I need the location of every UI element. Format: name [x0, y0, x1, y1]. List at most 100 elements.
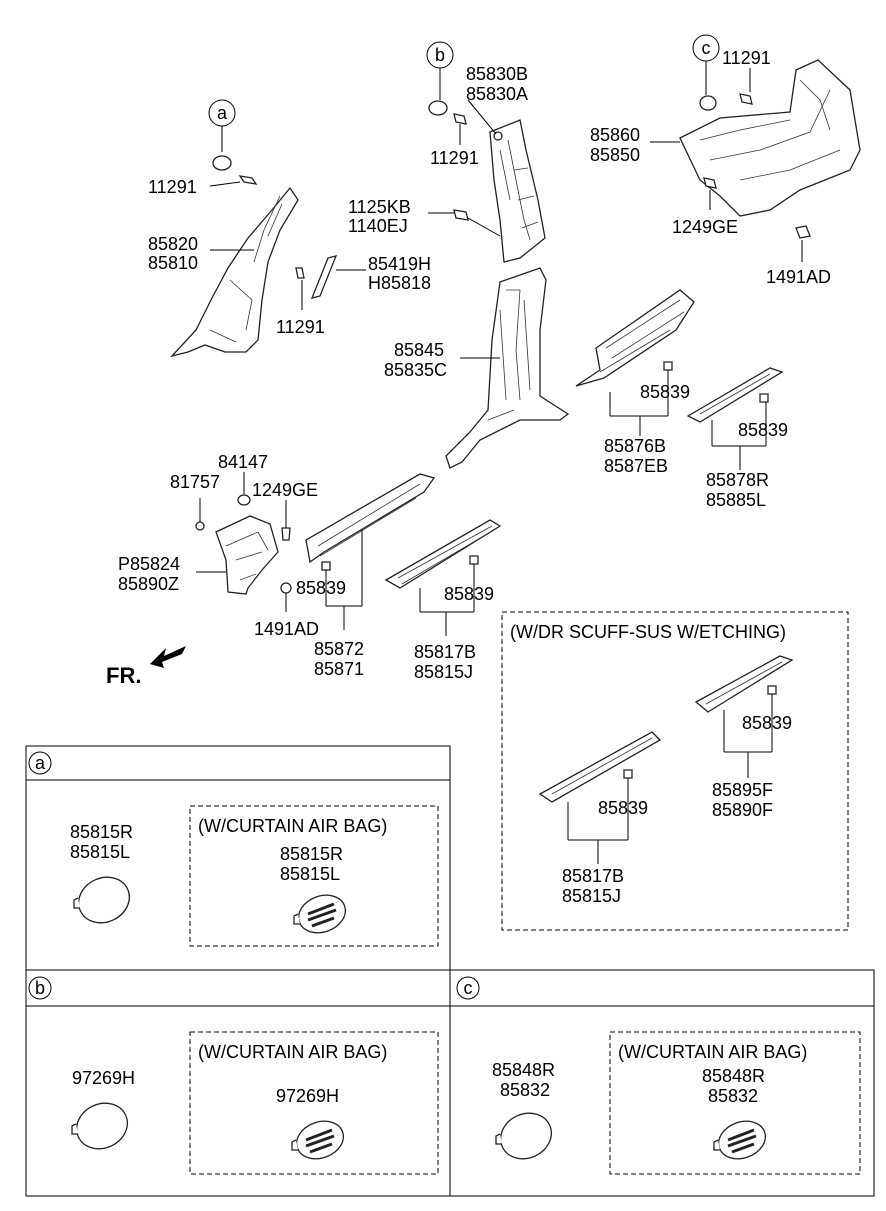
front-scuff-label-2: 85871	[314, 659, 364, 679]
c-screw-icon[interactable]	[739, 93, 753, 105]
rear-scuff-label-2: 8587EB	[604, 456, 668, 476]
rear-plate-clip-icon[interactable]	[759, 393, 769, 403]
c-clip-label: 1491AD	[766, 267, 831, 287]
b-bolt-label-1: 1125KB	[348, 197, 411, 217]
rear-door-scuff-trim[interactable]	[575, 289, 695, 387]
rear-scuff-group: 85839 85876B 8587EB 85839 85878R 85885L	[575, 289, 788, 510]
panel-b-cap-plain[interactable]	[69, 1095, 135, 1157]
front-plate-label-2: 85815J	[414, 662, 473, 682]
panel-a-callout: a	[35, 753, 46, 773]
c-screw-label: 11291	[722, 48, 771, 68]
cowl-label-2: 85890Z	[118, 574, 179, 594]
cowl-clip-81757-icon[interactable]	[195, 521, 205, 531]
front-scuff-plate[interactable]	[384, 519, 502, 589]
rear-plate-label-1: 85878R	[706, 470, 769, 490]
panel-a-airbag-title: (W/CURTAIN AIR BAG)	[198, 816, 387, 836]
b-pillar-upper-trim[interactable]	[489, 119, 546, 263]
rear-plate-label-2: 85885L	[706, 490, 766, 510]
panel-b-std-label: 97269H	[72, 1068, 135, 1088]
c-clip-icon[interactable]	[795, 225, 811, 239]
a-pillar-label-1: 85820	[148, 234, 198, 254]
front-direction-indicator: FR.	[106, 646, 186, 688]
front-plate-label-1: 85817B	[414, 642, 476, 662]
front-scuff-label-1: 85872	[314, 639, 364, 659]
panel-b-callout: b	[35, 978, 45, 998]
callout-a-label: a	[217, 103, 228, 123]
front-scuff-clip-label: 85839	[296, 578, 346, 598]
c-pillar-cap-icon[interactable]	[699, 95, 717, 111]
panel-c-airbag-label-1: 85848R	[702, 1066, 765, 1086]
b-screw-icon[interactable]	[453, 113, 467, 125]
panel-c-cap-plain[interactable]	[493, 1105, 559, 1167]
panel-b-airbag-label: 97269H	[276, 1086, 339, 1106]
b-bolt-icon[interactable]	[453, 209, 469, 221]
b-pillar-cap-icon[interactable]	[428, 100, 448, 116]
cowl-label-1: P85824	[118, 554, 180, 574]
etching-option-box: (W/DR SCUFF-SUS W/ETCHING) 85839 85895F …	[501, 611, 849, 931]
a-pillar-cap-icon[interactable]	[212, 155, 232, 171]
rear-scuff-plate[interactable]	[686, 367, 784, 423]
panel-c-airbag-label-2: 85832	[708, 1086, 758, 1106]
sab-airbag-badge-icon[interactable]	[293, 889, 350, 939]
cowl-clip-84147-icon[interactable]	[237, 494, 251, 506]
a-pillar-group: a 11291 85820 85810	[148, 99, 299, 358]
bracket-part[interactable]	[310, 255, 338, 299]
etching-front-label-1: 85817B	[562, 866, 624, 886]
etching-front-clip-icon[interactable]	[623, 769, 633, 779]
c-pillar-quarter-trim[interactable]	[679, 59, 861, 217]
callout-b-label: b	[435, 45, 445, 65]
front-arrow-icon	[150, 646, 186, 668]
panel-a-cap-plain[interactable]	[71, 869, 137, 931]
cowl-lower-clip-label: 1491AD	[254, 619, 319, 639]
panel-c-std-label-2: 85832	[500, 1080, 550, 1100]
b-pillar-lower-trim[interactable]	[445, 267, 570, 469]
b-pillar-lower-label-2: 85835C	[384, 360, 447, 380]
etching-rear-label-2: 85890F	[712, 800, 773, 820]
panel-c-callout-circle	[456, 976, 480, 1000]
front-door-scuff-trim[interactable]	[305, 473, 436, 564]
c-trim-label-2: 85850	[590, 145, 640, 165]
front-label: FR.	[106, 663, 141, 688]
bracket-screw-icon[interactable]	[295, 267, 305, 279]
rear-scuff-clip-icon[interactable]	[663, 361, 673, 371]
callout-c-label: c	[702, 38, 711, 58]
front-scuff-group: 85839 85872 85871 85839 85817B 85815J	[296, 473, 502, 682]
cowl-lower-clip-icon[interactable]	[280, 582, 292, 594]
cowl-bolt-icon[interactable]	[281, 527, 291, 541]
etching-rear-clip-label: 85839	[742, 713, 792, 733]
etching-front-label-2: 85815J	[562, 886, 621, 906]
cowl-clip-label-1: 84147	[218, 452, 268, 472]
panel-a-std-label-2: 85815L	[70, 842, 130, 862]
b-bolt-label-2: 1140EJ	[348, 216, 408, 236]
b-pillar-lower-group: 85845 85835C	[384, 267, 570, 469]
front-plate-clip-label: 85839	[444, 584, 494, 604]
front-plate-clip-icon[interactable]	[469, 555, 479, 565]
a-clip-icon[interactable]	[238, 175, 258, 185]
etching-front-clip-label: 85839	[598, 798, 648, 818]
sab-airbag-badge-icon[interactable]	[291, 1115, 348, 1165]
c-bolt-label: 1249GE	[672, 217, 738, 237]
b-screw-label: 11291	[430, 148, 479, 168]
panel-a: a 85815R 85815L (W/CURTAIN AIR BAG) 8581…	[25, 745, 451, 971]
etching-rear-clip-icon[interactable]	[767, 685, 777, 695]
b-pillar-lower-label-1: 85845	[394, 340, 444, 360]
panel-c-airbag-title: (W/CURTAIN AIR BAG)	[618, 1042, 807, 1062]
front-scuff-clip-icon[interactable]	[321, 561, 331, 571]
a-pillar-label-2: 85810	[148, 253, 198, 273]
rear-plate-clip-label: 85839	[738, 420, 788, 440]
a-pillar-trim[interactable]	[170, 186, 299, 358]
b-pillar-upper-label-1: 85830B	[466, 64, 528, 84]
panel-a-std-label-1: 85815R	[70, 822, 133, 842]
rear-scuff-clip-label: 85839	[640, 382, 690, 402]
b-pillar-upper-group: b 85830B 85830A 11291 1125KB 1140EJ	[348, 41, 546, 263]
etching-title: (W/DR SCUFF-SUS W/ETCHING)	[510, 622, 786, 642]
sab-airbag-badge-icon[interactable]	[713, 1115, 770, 1165]
cowl-clip-label-2: 81757	[170, 472, 220, 492]
panel-a-airbag-label-1: 85815R	[280, 844, 343, 864]
bracket-group: 85419H H85818 11291	[276, 254, 431, 337]
a-clip-label: 11291	[148, 177, 197, 197]
c-bolt-icon[interactable]	[703, 177, 717, 189]
panel-c: c 85848R 85832 (W/CURTAIN AIR BAG) 85848…	[449, 969, 875, 1197]
c-pillar-group: c 11291 85860 85850 1249GE 1491AD	[590, 34, 861, 287]
cowl-side-trim[interactable]	[215, 515, 279, 595]
